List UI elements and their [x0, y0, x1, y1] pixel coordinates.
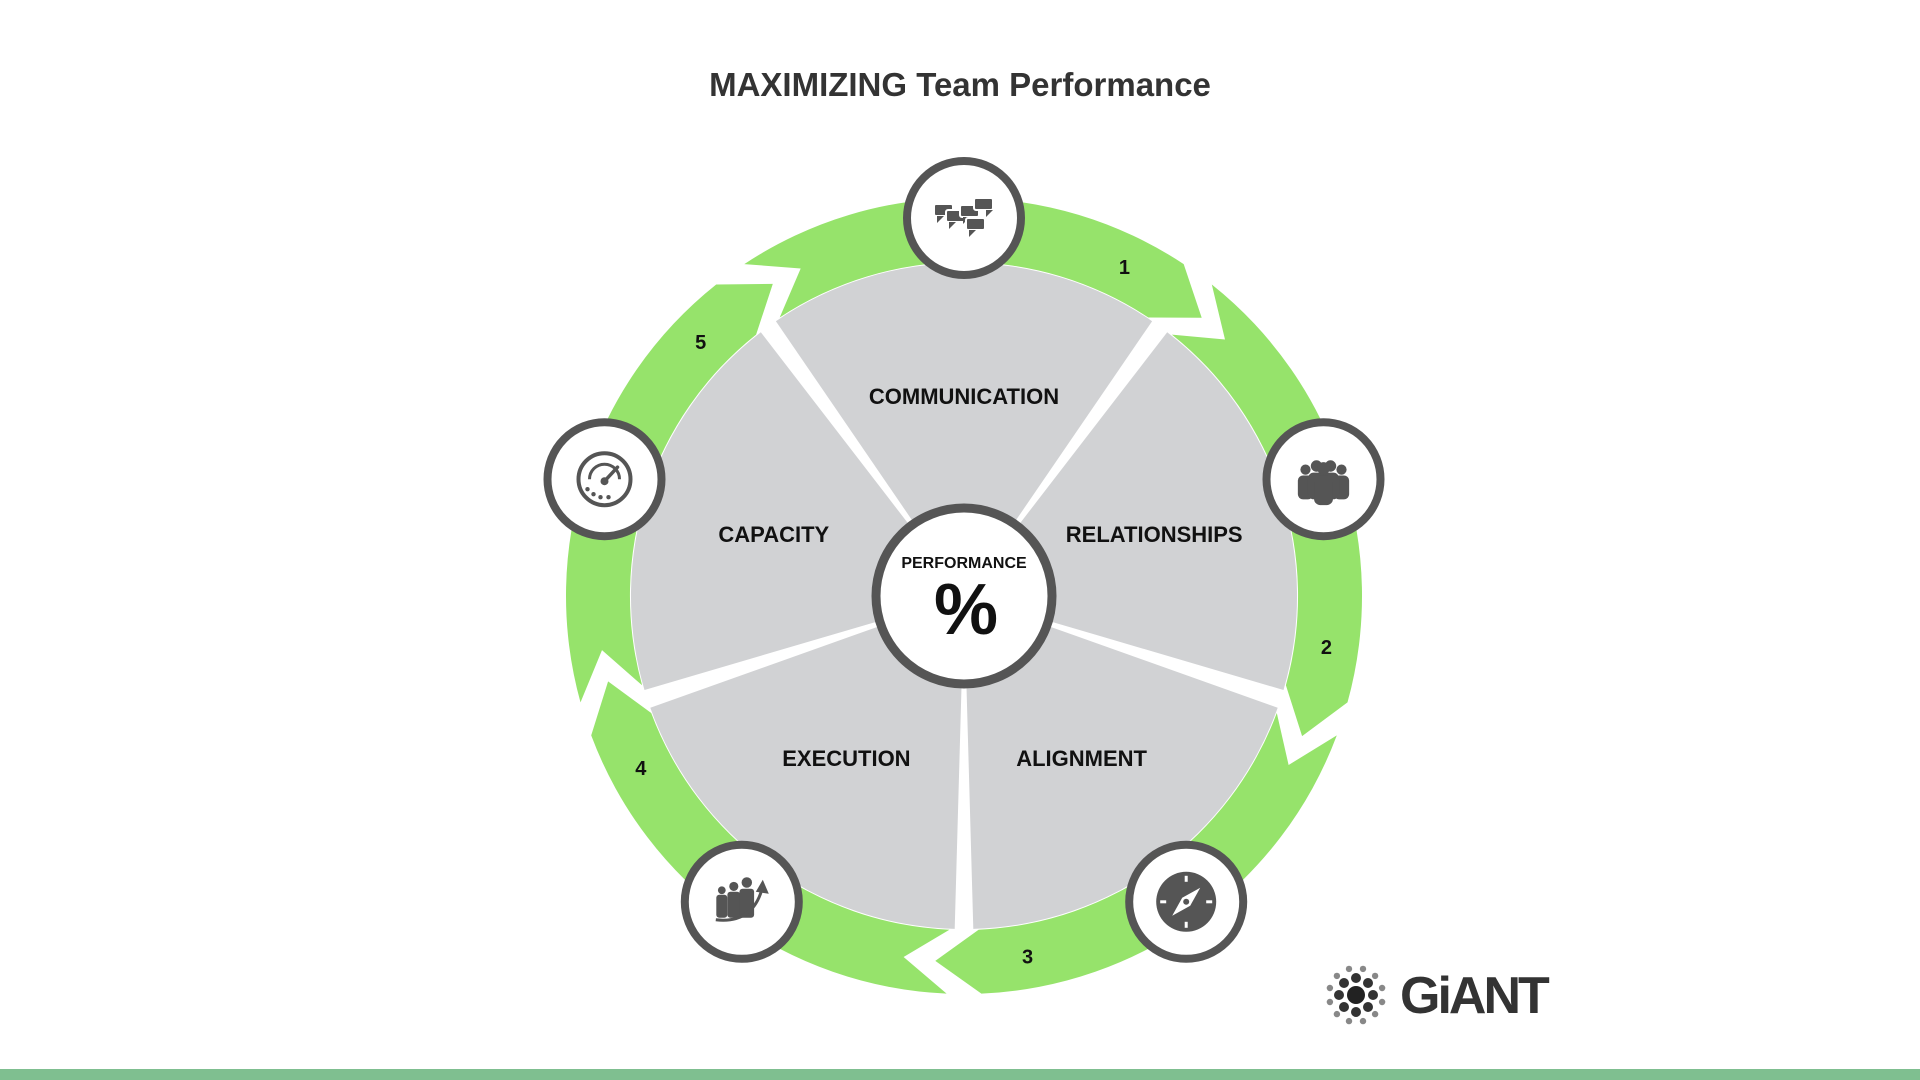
segment-label-3: ALIGNMENT	[1016, 746, 1147, 771]
step-numbers: 1 2 3 4 5	[635, 257, 1332, 968]
logo-dot	[1378, 984, 1386, 992]
speedometer-icon	[576, 451, 633, 508]
badge-people-group-icon	[1262, 418, 1385, 541]
logo-dot	[1351, 973, 1361, 983]
logo-dot	[1363, 1002, 1373, 1012]
segment-wedge-3	[966, 624, 1278, 929]
logo-dot	[1371, 972, 1379, 980]
giant-logo: GiANT	[1326, 965, 1553, 1025]
step-number-3: 3	[1022, 946, 1033, 968]
badge-speedometer-icon	[543, 418, 666, 541]
icon-badges	[543, 157, 1385, 963]
ring-arrow-4	[591, 681, 950, 994]
center-hub: PERFORMANCE %	[871, 503, 1057, 689]
step-number-5: 5	[695, 332, 706, 354]
badge-speech-bubbles-icon	[903, 157, 1025, 279]
logo-text: GiANT	[1400, 967, 1550, 1025]
logo-dot	[1351, 1007, 1361, 1017]
step-number-1: 1	[1119, 257, 1130, 279]
segment-labels: COMMUNICATION RELATIONSHIPS ALIGNMENT EXECU…	[718, 384, 1242, 771]
segment-label-5: CAPACITY	[718, 522, 829, 547]
logo-dot	[1345, 1017, 1353, 1025]
logo-dot	[1368, 990, 1378, 1000]
logo-dot	[1334, 990, 1344, 1000]
logo-dot	[1359, 965, 1367, 973]
segment-label-1: COMMUNICATION	[869, 384, 1059, 409]
badge-compass-icon	[1125, 840, 1248, 963]
logo-dots	[1326, 965, 1386, 1025]
logo-dot	[1326, 984, 1334, 992]
segment-wedge-5	[630, 332, 913, 690]
segment-wedge-1	[775, 262, 1153, 527]
logo-core-dot	[1347, 986, 1365, 1004]
page-title: MAXIMIZING Team Performance	[709, 66, 1211, 103]
step-number-2: 2	[1321, 637, 1332, 659]
center-circle	[871, 503, 1057, 689]
logo-dot	[1378, 998, 1386, 1006]
logo-dot	[1371, 1010, 1379, 1018]
logo-dot	[1363, 978, 1373, 988]
segment-wedge-2	[1015, 332, 1298, 690]
compass-icon	[1156, 871, 1217, 932]
logo-dot	[1333, 1010, 1341, 1018]
logo-dot	[1339, 978, 1349, 988]
percent-symbol: %	[934, 570, 998, 650]
ring-arrow-3	[935, 713, 1337, 994]
badge-growth-arrow-people-icon	[680, 840, 803, 963]
gray-segments	[630, 262, 1298, 929]
speech-bubbles-icon	[933, 197, 994, 237]
growth-arrow-people-icon	[715, 877, 769, 922]
logo-dot	[1339, 1002, 1349, 1012]
ring-arrow-5	[565, 283, 773, 703]
step-number-4: 4	[635, 758, 647, 780]
ring-arrow-2	[1171, 284, 1363, 737]
logo-dot	[1326, 998, 1334, 1006]
logo-dot	[1359, 1017, 1367, 1025]
segment-wedge-4	[650, 624, 962, 929]
bottom-accent-bar	[0, 1069, 1920, 1080]
center-title: PERFORMANCE	[901, 555, 1027, 572]
logo-dot	[1345, 965, 1353, 973]
logo-dot	[1333, 972, 1341, 980]
segment-label-2: RELATIONSHIPS	[1066, 522, 1243, 547]
segment-label-4: EXECUTION	[782, 746, 910, 771]
people-group-icon	[1297, 460, 1350, 506]
